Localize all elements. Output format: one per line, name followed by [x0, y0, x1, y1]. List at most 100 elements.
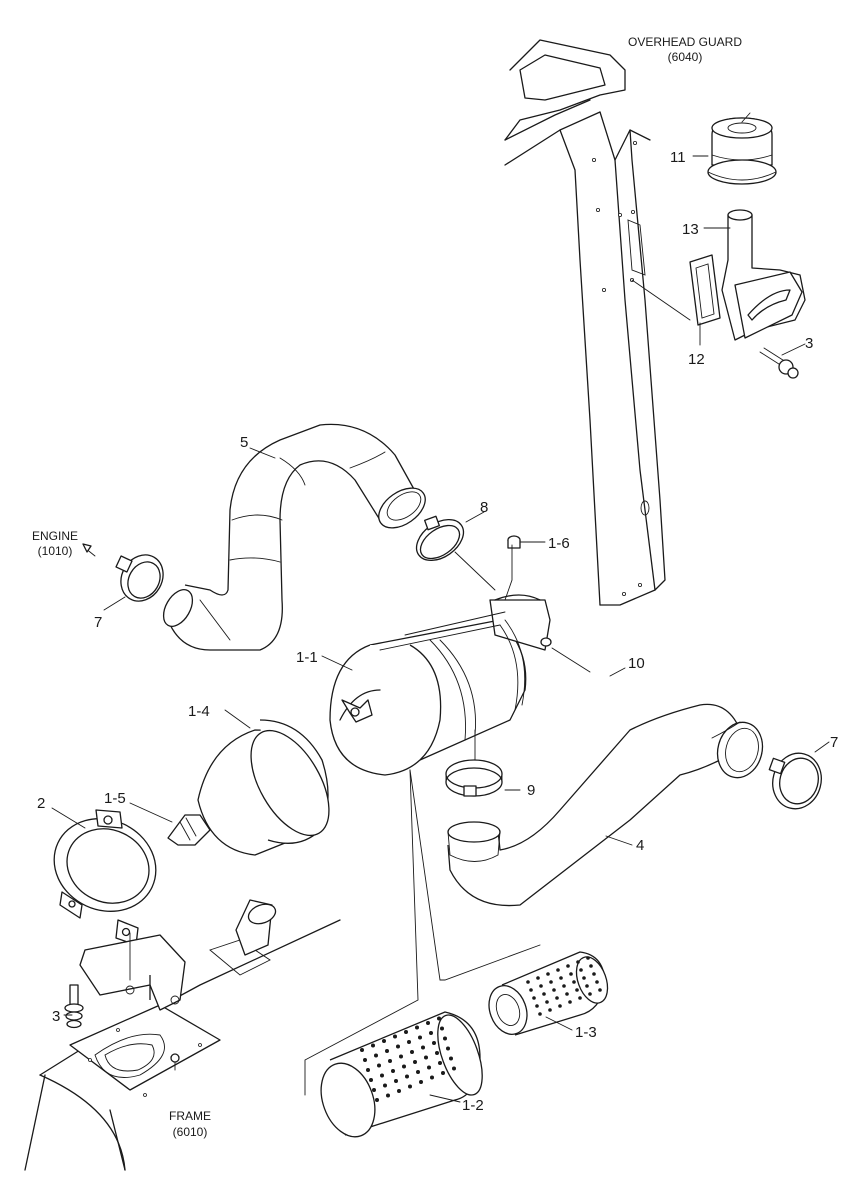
callout-2: 2	[37, 795, 45, 812]
perforation-hole	[575, 988, 579, 992]
perforation-hole	[568, 1000, 572, 1004]
perforation-hole	[405, 1074, 409, 1079]
perforation-hole	[430, 1075, 434, 1080]
callout-1-1: 1-1	[296, 649, 318, 666]
perforation-hole	[546, 972, 550, 976]
perforation-hole	[539, 984, 543, 988]
perforation-hole	[413, 1060, 417, 1064]
perforation-hole	[542, 992, 546, 996]
evacuator-valve-1-5	[167, 814, 211, 846]
engine-code: (1010)	[38, 544, 73, 558]
perforation-hole	[532, 996, 536, 1000]
callout-9: 9	[527, 782, 535, 799]
engine-title: ENGINE	[32, 529, 78, 543]
perforation-hole	[369, 1078, 373, 1082]
bolt-top	[759, 347, 799, 379]
perforation-hole	[391, 1069, 395, 1073]
perforation-hole	[595, 980, 599, 984]
hose-4	[447, 703, 764, 907]
perforation-hole	[592, 972, 596, 976]
perforation-hole	[429, 1031, 433, 1035]
perforation-hole	[440, 1026, 444, 1031]
perforation-hole	[441, 1071, 445, 1075]
perforation-hole	[386, 1093, 390, 1098]
perforation-hole	[536, 976, 540, 980]
perforation-hole	[435, 1051, 439, 1055]
perforation-hole	[562, 984, 566, 988]
perforation-hole	[426, 1021, 430, 1025]
perforation-hole	[565, 992, 569, 996]
perforation-hole	[446, 1046, 450, 1051]
main-element-perforations	[360, 1016, 456, 1102]
outer-element-1-4	[197, 719, 330, 856]
perforation-hole	[437, 1016, 441, 1021]
leader-lines	[51, 155, 830, 1103]
perforation-hole	[388, 1059, 392, 1063]
air-cleaner-body	[329, 594, 552, 776]
perforation-hole	[377, 1063, 381, 1068]
perforation-hole	[424, 1055, 428, 1060]
clamp-8	[415, 515, 465, 562]
perforation-hole	[383, 1083, 387, 1088]
perforation-hole	[566, 964, 570, 968]
perforation-hole	[452, 1066, 456, 1071]
perforation-hole	[393, 1034, 397, 1039]
perforation-hole	[598, 988, 602, 992]
callout-11: 11	[670, 149, 686, 166]
perforation-hole	[582, 976, 586, 980]
intake-duct	[721, 209, 806, 341]
perforation-hole	[366, 1068, 370, 1072]
perforation-hole	[578, 996, 582, 1000]
perforation-hole	[394, 1079, 398, 1083]
bracket-band-2	[53, 809, 157, 946]
perforation-hole	[407, 1040, 411, 1044]
pre-cleaner-cap	[707, 112, 777, 185]
callout-7-right: 7	[830, 734, 838, 751]
perforation-hole	[415, 1025, 419, 1030]
safety-element-perforations	[526, 956, 602, 1016]
perforation-hole	[408, 1084, 412, 1089]
perforation-hole	[579, 968, 583, 972]
perforation-hole	[555, 996, 559, 1000]
perforation-hole	[526, 980, 530, 984]
perforation-hole	[399, 1054, 403, 1059]
safety-element-1-3	[488, 951, 609, 1036]
perforation-hole	[404, 1030, 408, 1034]
perforation-hole	[545, 1000, 549, 1004]
clamp-7-left	[115, 554, 164, 602]
perforation-hole	[569, 972, 573, 976]
perforation-hole	[374, 1053, 378, 1058]
perforation-hole	[588, 992, 592, 996]
clamp-7-right	[768, 752, 822, 810]
callout-8: 8	[480, 499, 488, 516]
perforation-hole	[449, 1056, 453, 1061]
perforation-hole	[396, 1044, 400, 1049]
perforation-hole	[529, 988, 533, 992]
perforation-hole	[385, 1049, 389, 1053]
perforation-hole	[438, 1061, 442, 1065]
overhead-guard-title: OVERHEAD GUARD	[628, 35, 742, 49]
main-element-1-2	[320, 1011, 483, 1138]
perforation-hole	[548, 1008, 552, 1012]
band-9	[445, 759, 503, 797]
perforation-hole	[418, 1035, 422, 1040]
perforation-hole	[552, 988, 556, 992]
perforation-hole	[375, 1098, 379, 1102]
callout-1-3: 1-3	[575, 1024, 597, 1041]
perforation-hole	[432, 1041, 436, 1045]
callout-12: 12	[688, 351, 705, 368]
callout-10: 10	[628, 655, 645, 672]
perforation-hole	[416, 1070, 420, 1074]
perforation-hole	[443, 1036, 447, 1041]
perforation-hole	[585, 984, 589, 988]
callout-1-4: 1-4	[188, 703, 210, 720]
perforation-hole	[372, 1088, 376, 1092]
bolt-bottom	[64, 984, 84, 1029]
perforation-hole	[427, 1065, 431, 1070]
perforation-hole	[558, 1004, 562, 1008]
callout-4: 4	[636, 837, 644, 854]
callout-1-2: 1-2	[462, 1097, 484, 1114]
perforation-hole	[371, 1043, 375, 1048]
perforation-hole	[419, 1080, 423, 1084]
